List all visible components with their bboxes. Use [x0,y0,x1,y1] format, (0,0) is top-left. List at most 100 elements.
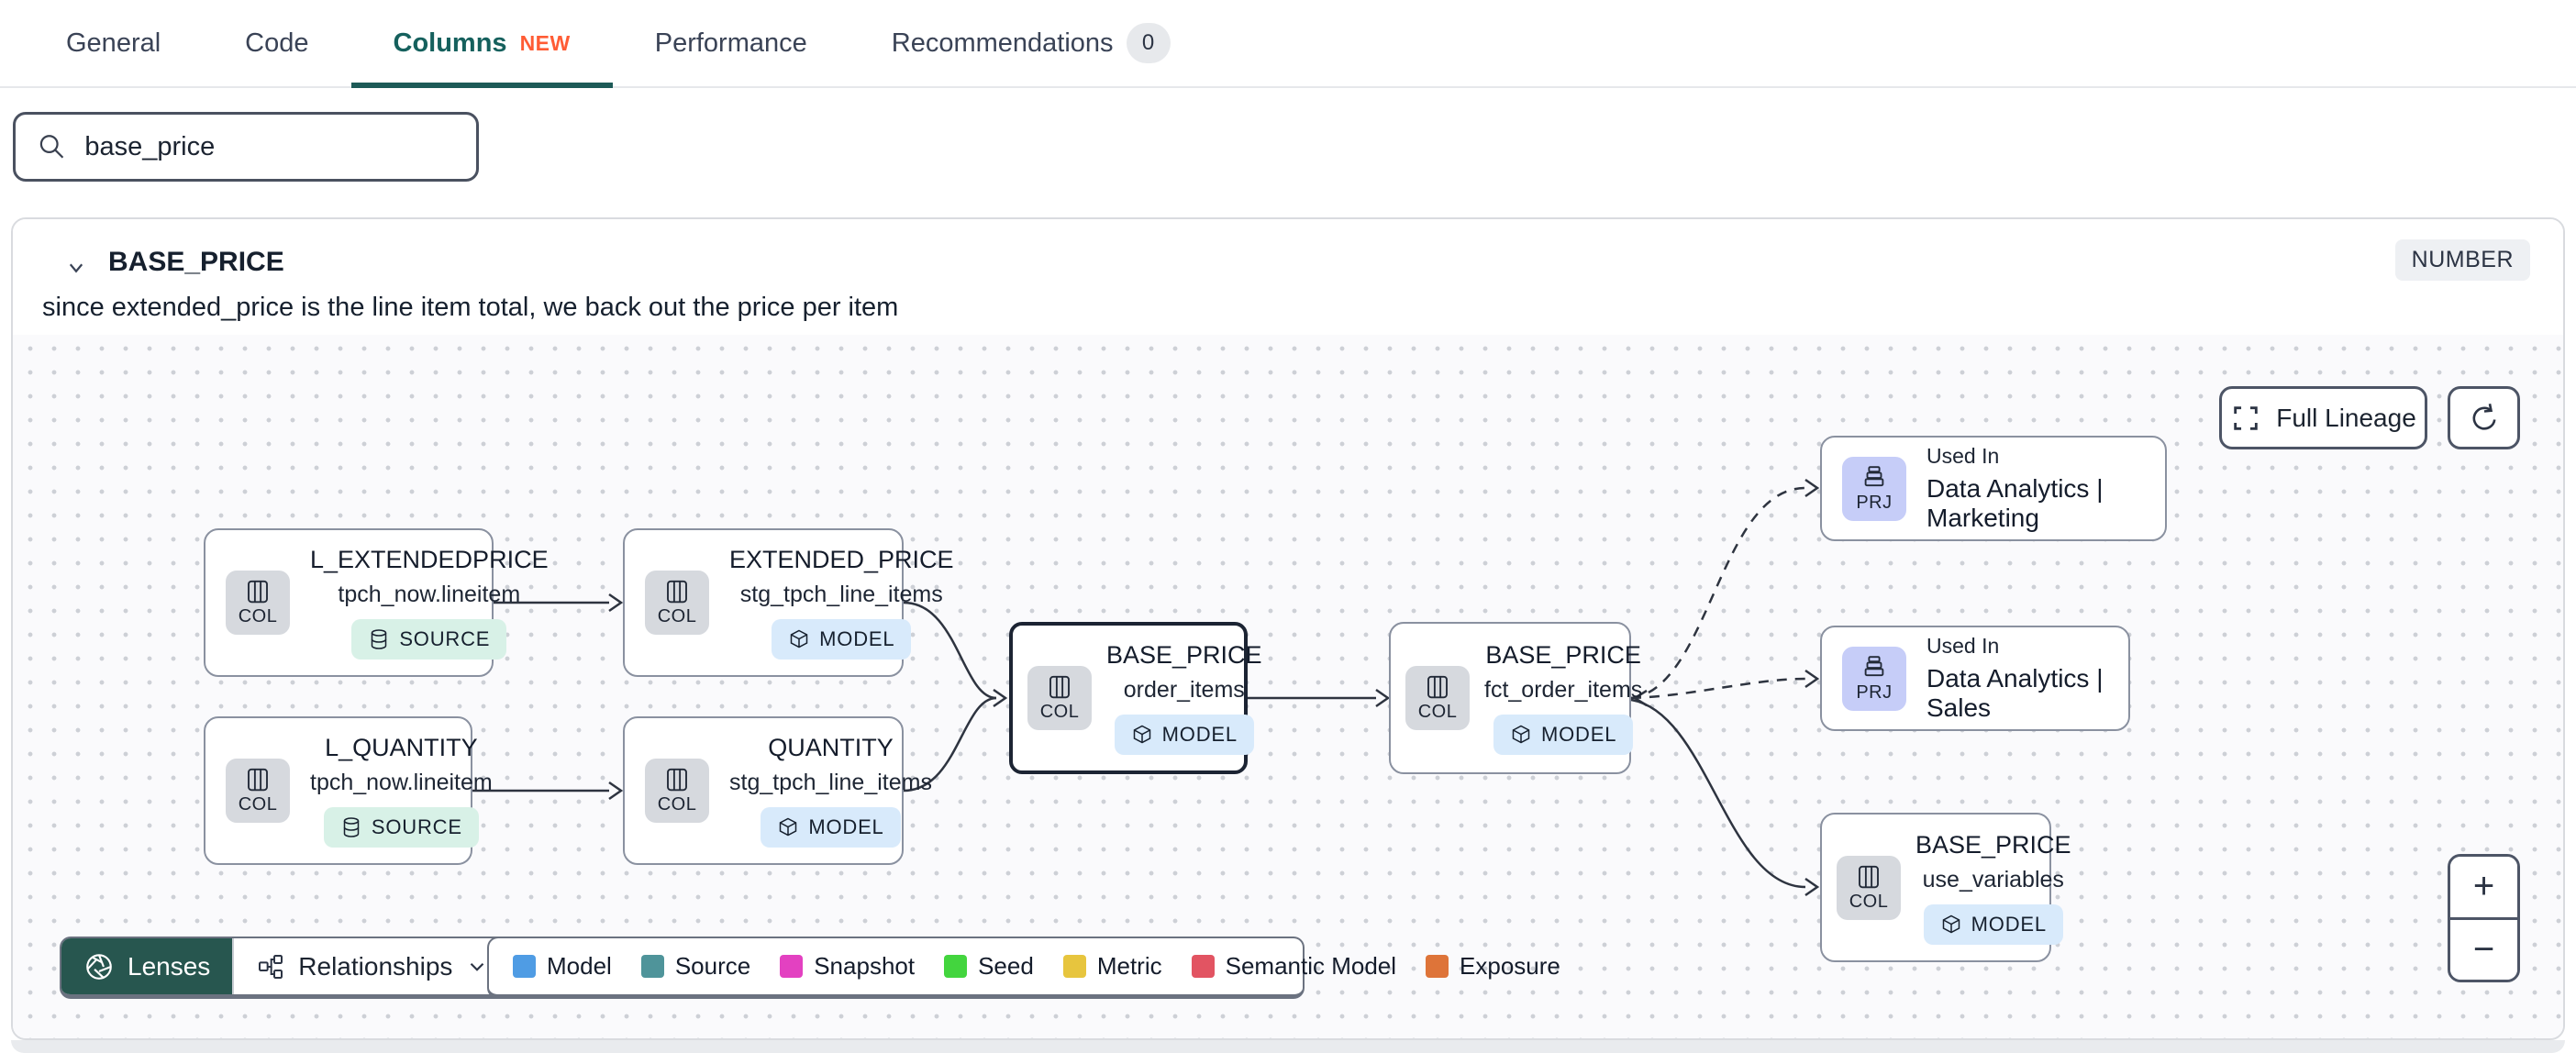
model-badge: MODEL [761,807,901,848]
column-search[interactable] [13,112,479,182]
seed-swatch [944,955,968,978]
columns-icon [1859,865,1879,888]
legend-item-exposure: Exposure [1426,952,1560,981]
lineage-node-used-in-sales[interactable]: PRJ Used In Data Analytics | Sales [1820,626,2130,731]
zoom-out-button[interactable]: − [2450,919,2517,980]
search-input[interactable] [84,131,456,162]
node-title: Data Analytics | Sales [1926,664,2104,722]
columns-icon [1049,675,1070,699]
snapshot-swatch [780,955,804,978]
tab-recommendations[interactable]: Recommendations 0 [849,0,1213,86]
relationships-icon [259,954,283,979]
lineage-node-used-in-marketing[interactable]: PRJ Used In Data Analytics | Marketing [1820,436,2167,541]
semantic-model-swatch [1191,955,1215,978]
legend-item-source: Source [640,952,750,981]
tab-performance[interactable]: Performance [654,28,807,58]
zoom-in-button[interactable]: + [2450,857,2517,920]
expand-icon [2234,405,2258,430]
node-title: Data Analytics | Marketing [1926,474,2104,532]
search-icon [39,135,64,159]
column-description: since extended_price is the line item to… [42,293,899,322]
cube-icon [780,817,797,837]
cube-icon [1942,914,1960,933]
node-subtitle: order_items [1123,677,1245,703]
cube-icon [1512,725,1530,744]
lineage-node-base-price-order-items[interactable]: COL BASE_PRICE order_items MODEL [1009,622,1262,774]
project-chip: PRJ [1842,646,1906,711]
column-chip: COL [1405,666,1470,730]
zoom-control: + − [2448,854,2520,982]
refresh-icon [2472,403,2496,430]
model-badge: MODEL [1923,903,2063,945]
column-chip: COL [645,571,709,635]
lenses-bar: Lenses Relationships [60,937,514,999]
node-kicker: Used In [1926,634,2000,658]
model-badge: MODEL [1114,715,1254,755]
column-chip: COL [1837,855,1901,920]
database-icon [372,629,387,649]
archive-box-icon [1864,655,1884,676]
node-type-legend: Model Source Snapshot Seed Metric Semant… [487,937,1560,999]
lineage-edges [472,478,1820,897]
cube-icon [1133,725,1150,744]
lineage-node-l-extendedprice[interactable]: COL L_EXTENDEDPRICE tpch_now.lineitem SO… [204,528,549,677]
lenses-button[interactable]: Lenses [61,938,233,994]
node-title: L_EXTENDEDPRICE [310,546,549,573]
column-type-badge: NUMBER [2394,239,2530,281]
project-chip: PRJ [1842,456,1906,521]
database-icon [343,817,360,837]
lineage-node-l-quantity[interactable]: COL L_QUANTITY tpch_now.lineitem SOURCE [204,716,493,865]
archive-box-icon [1864,465,1884,486]
column-chip: COL [226,759,290,823]
column-panel: BASE_PRICE NUMBER since extended_price i… [11,217,2565,1040]
node-subtitle: tpch_now.lineitem [338,582,521,607]
model-badge: MODEL [772,619,912,660]
column-chip: COL [1027,666,1092,730]
node-kicker: Used In [1926,444,2000,468]
lineage-node-base-price-use-variables[interactable]: COL BASE_PRICE use_variables MODEL [1820,813,2071,962]
legend-item-snapshot: Snapshot [780,952,915,981]
columns-icon [667,580,687,604]
tab-columns[interactable]: Columns NEW [350,0,613,88]
relationships-dropdown[interactable]: Relationships [232,938,512,994]
lineage-node-extended-price[interactable]: COL EXTENDED_PRICE stg_tpch_line_items M… [623,528,954,677]
column-chip: COL [226,571,290,635]
node-subtitle: stg_tpch_line_items [739,582,943,607]
tab-code[interactable]: Code [245,28,309,58]
column-panel-header: BASE_PRICE NUMBER since extended_price i… [13,219,2563,335]
collapse-chevron-down-icon[interactable] [62,254,90,282]
exposure-swatch [1426,955,1449,978]
aperture-icon [86,953,112,980]
lineage-canvas[interactable]: COL L_EXTENDEDPRICE tpch_now.lineitem SO… [13,335,2563,1038]
full-lineage-button[interactable]: Full Lineage [2219,386,2427,449]
node-title: BASE_PRICE [1485,641,1641,669]
source-badge: SOURCE [351,619,507,660]
legend-item-metric: Metric [1062,952,1162,981]
node-title: BASE_PRICE [1106,641,1262,669]
node-subtitle: stg_tpch_line_items [729,770,932,795]
refresh-button[interactable] [2448,386,2520,449]
new-badge: NEW [519,30,571,55]
columns-icon [1427,675,1448,699]
model-badge: MODEL [1493,715,1634,755]
cube-icon [790,629,808,648]
node-subtitle: use_variables [1922,866,2064,892]
column-title: BASE_PRICE [108,247,284,277]
panel-bottom-shadow [11,1040,2565,1053]
legend-item-seed: Seed [944,952,1034,981]
tab-general[interactable]: General [66,28,161,58]
legend-item-model: Model [513,952,612,981]
columns-icon [667,768,687,792]
node-title: L_QUANTITY [325,734,478,761]
legend-item-semantic-model: Semantic Model [1191,952,1396,981]
tab-bar: General Code Columns NEW Performance Rec… [0,0,2576,88]
model-swatch [513,955,536,978]
columns-icon [248,580,268,604]
node-title: EXTENDED_PRICE [729,546,954,573]
lineage-node-base-price-fct-order-items[interactable]: COL BASE_PRICE fct_order_items MODEL [1389,622,1642,774]
lineage-node-quantity[interactable]: COL QUANTITY stg_tpch_line_items MODEL [623,716,932,865]
columns-icon [248,768,268,792]
recommendations-count-badge: 0 [1126,23,1171,63]
node-title: QUANTITY [768,734,894,761]
